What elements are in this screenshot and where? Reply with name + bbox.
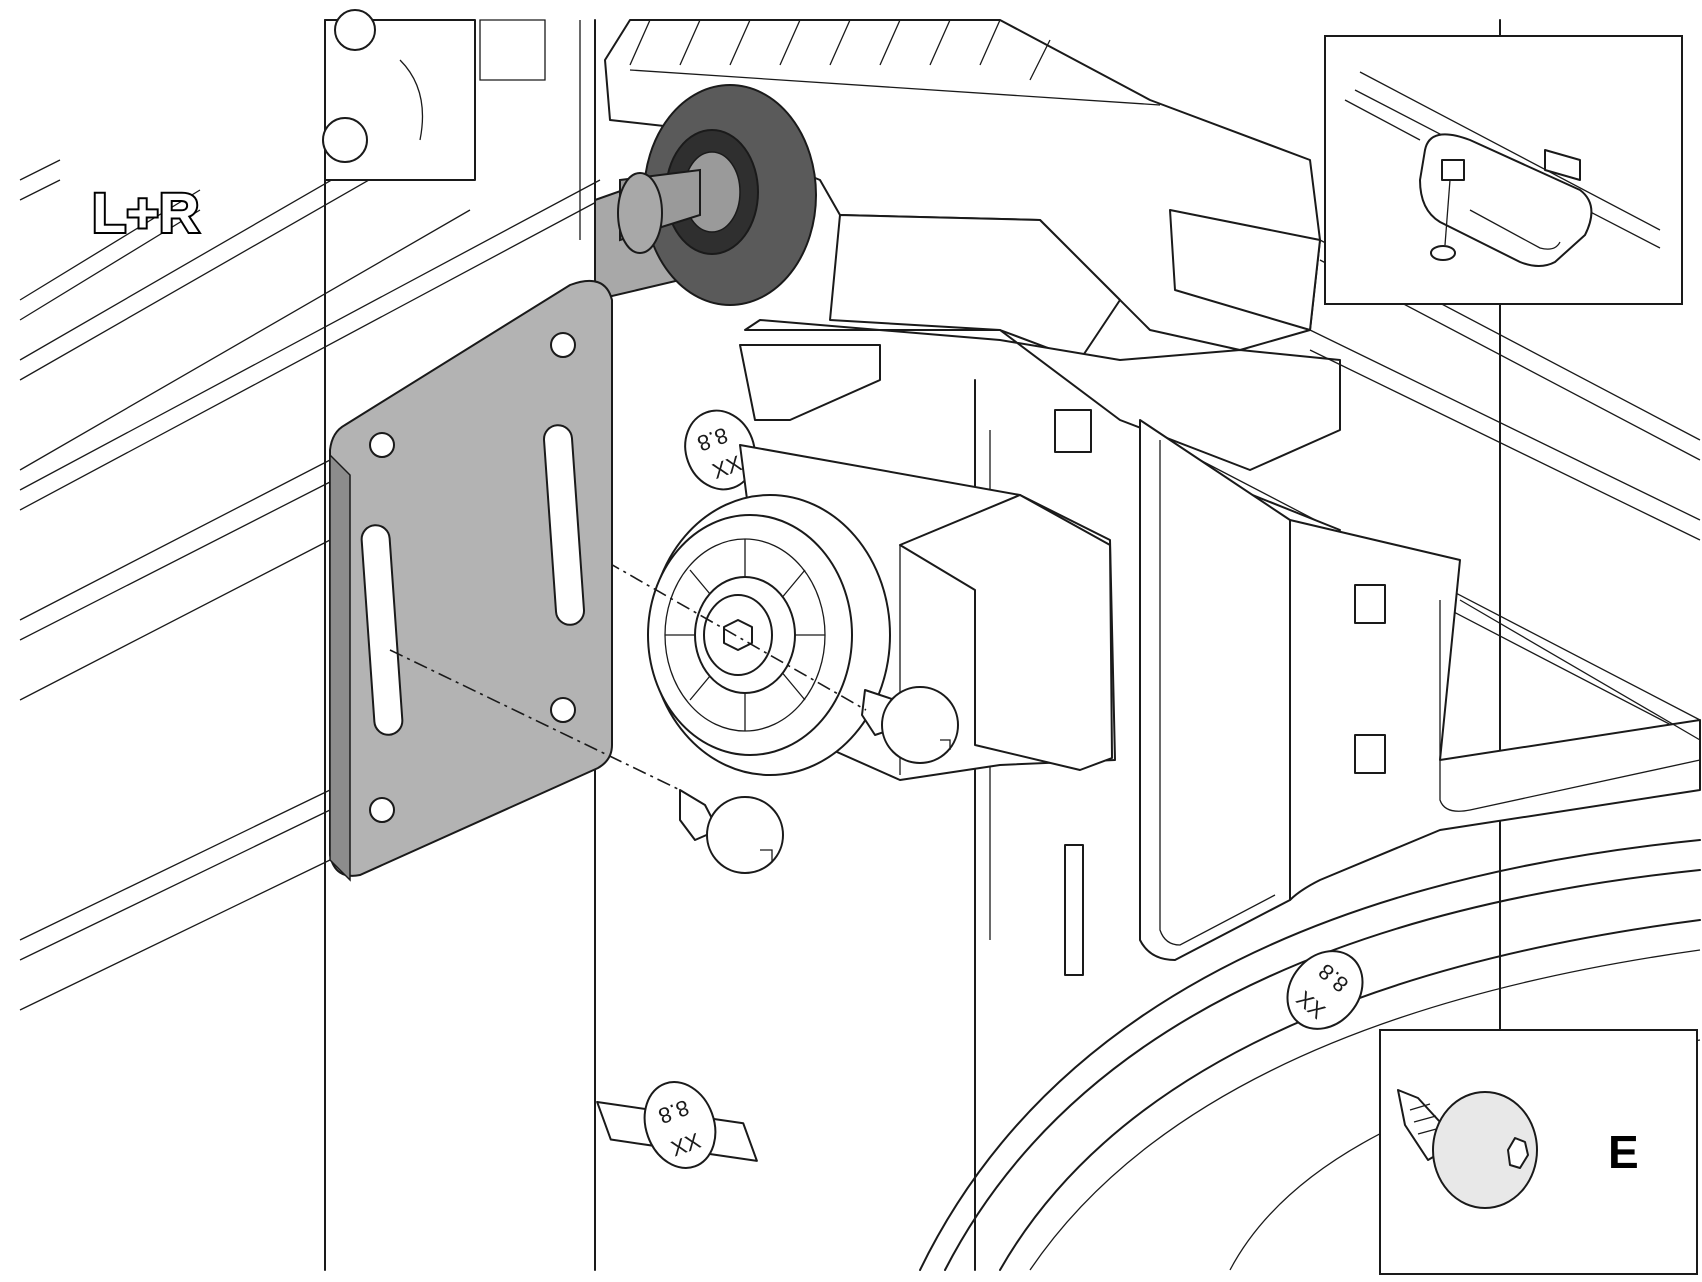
pulley-wheel <box>647 494 891 776</box>
side-label: L+R <box>92 181 199 244</box>
right-panel-frame <box>1054 409 1701 976</box>
left-rail-structure <box>19 99 601 1011</box>
inset-trolley-detail <box>1324 35 1683 305</box>
washer-right-lower: 8.8 XX <box>1286 950 1364 1030</box>
washer-left-middle: 8.8 XX <box>684 409 756 491</box>
inset-part-e: E <box>1379 1029 1698 1275</box>
part-label: E <box>1608 1126 1639 1178</box>
screw-plate <box>389 649 784 874</box>
washer-lower-left: 8.8 XX <box>596 1081 758 1169</box>
roller-wheel <box>617 84 817 306</box>
screw-pulley <box>559 534 959 764</box>
top-left-slotted-rail <box>322 9 546 181</box>
top-trolley-arm <box>604 19 1341 471</box>
mounting-plate <box>329 168 681 882</box>
